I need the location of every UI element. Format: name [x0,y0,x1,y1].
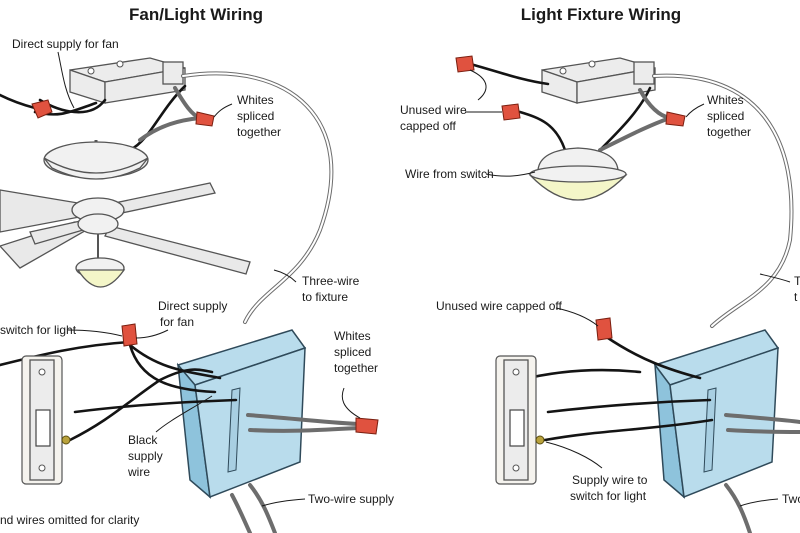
label-black-supply-3: wire [127,465,150,479]
light-fixture-panel: Light Fixture Wiring [400,5,800,533]
label-supply-wire-switch-1: Supply wire to [572,473,648,487]
light-fixture-title: Light Fixture Wiring [521,5,681,24]
label-three-wire-1: Three-wire [302,274,360,288]
label-whites-spliced-bottom-3: together [334,361,378,375]
wall-junction-box [176,329,307,499]
label-whites-spliced-top-2: spliced [237,109,274,123]
label-switch-for-light: switch for light [0,323,77,337]
label-whites-spliced-right-1: Whites [707,93,744,107]
label-whites-spliced-right-3: together [707,125,751,139]
wire-nut-top-left [31,99,53,119]
label-wire-from-switch: Wire from switch [405,167,494,181]
label-direct-supply-fan-2: for fan [160,315,194,329]
ceiling-fan [0,140,251,288]
light-switch [21,355,71,485]
wire-nut-whites-right [665,111,686,127]
label-direct-supply-fan-top: Direct supply for fan [12,37,119,51]
label-black-supply-2: supply [128,449,163,463]
wall-junction-box-right [653,329,780,499]
label-two-wire-supply: Two-wire supply [308,492,394,506]
label-supply-wire-switch-2: switch for light [570,489,647,503]
wire-nut-switch-top [501,103,521,121]
label-whites-spliced-top-1: Whites [237,93,274,107]
ceiling-light-fixture [528,147,628,201]
ceiling-junction-box-right [541,57,656,104]
label-whites-spliced-right-2: spliced [707,109,744,123]
wire-nut-unused-top [455,55,475,73]
label-unused-wire-capped-2: capped off [400,119,456,133]
label-three-wire-cut-1: T [794,274,800,288]
label-whites-spliced-top-3: together [237,125,281,139]
label-three-wire-2: to fixture [302,290,348,304]
wire-nut-whites-bottom [355,417,379,435]
ceiling-junction-box [69,57,186,104]
label-whites-spliced-bottom-2: spliced [334,345,371,359]
label-ground-note: nd wires omitted for clarity [0,513,139,527]
label-whites-spliced-bottom-1: Whites [334,329,371,343]
wire-nut-switch [121,323,138,347]
label-direct-supply-fan-1: Direct supply [158,299,227,313]
label-unused-wire-capped-1: Unused wire [400,103,467,117]
label-two-wire-cut: Two [782,492,800,506]
wire-nut-top-whites [195,111,215,127]
label-unused-wire-capped-off: Unused wire capped off [436,299,563,313]
wire-nut-unused-mid [595,317,613,341]
label-three-wire-cut-2: t [794,290,798,304]
light-switch-right [495,355,545,485]
fan-light-panel: Fan/Light Wiring [0,5,394,533]
label-black-supply-1: Black [128,433,158,447]
fan-light-title: Fan/Light Wiring [129,5,263,24]
